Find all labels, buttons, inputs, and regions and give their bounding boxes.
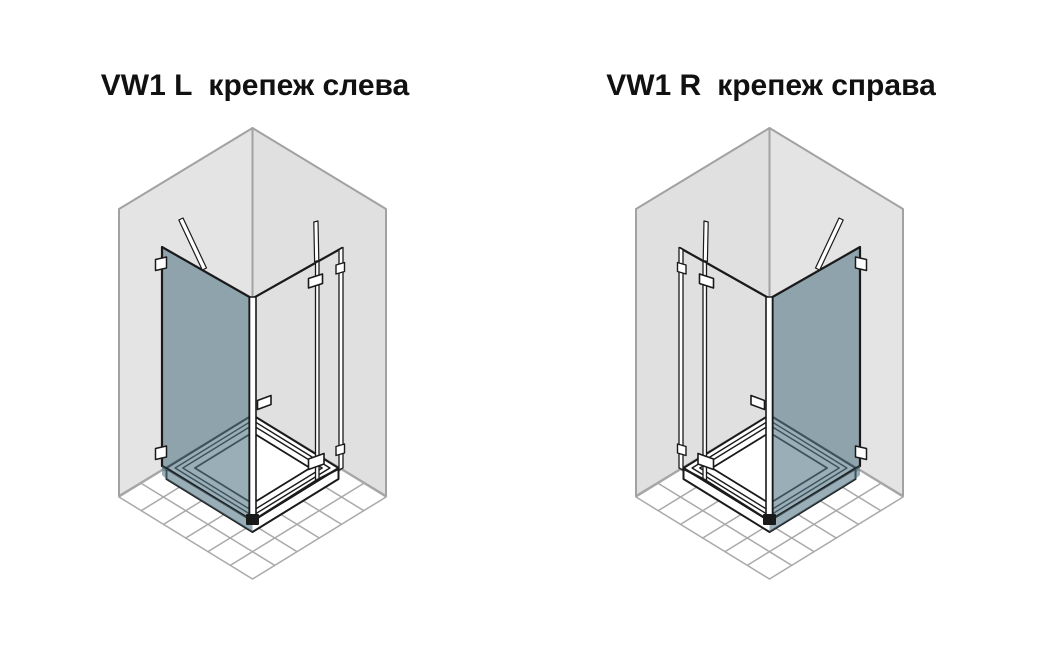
title-right-label: крепеж справа xyxy=(717,69,936,102)
title-left-label: крепеж слева xyxy=(208,69,410,102)
corner-post xyxy=(248,296,257,522)
corner-post-foot xyxy=(246,514,259,525)
stabilizer-bar-diagonal xyxy=(178,217,208,271)
door-hinge-top xyxy=(307,273,324,289)
wall-bracket-top xyxy=(335,261,346,275)
side-panel-hinge-top xyxy=(154,256,168,272)
figure-vw1-l xyxy=(118,127,387,580)
stabilizer-bar-vertical xyxy=(313,220,320,263)
wall-bracket-bottom xyxy=(335,443,346,457)
tile-grid-line xyxy=(251,496,387,580)
title-right: VW1 R крепеж справа xyxy=(606,69,936,103)
title-left: VW1 L крепеж слева xyxy=(101,69,409,103)
door-hinge-bottom xyxy=(307,452,325,471)
door-handle xyxy=(256,394,272,411)
title-left-model: VW1 L xyxy=(100,69,193,102)
title-right-model: VW1 R xyxy=(606,69,702,102)
wall-profile xyxy=(338,246,344,471)
side-panel-hinge-bottom xyxy=(154,445,168,461)
door-division-profile xyxy=(314,260,320,482)
side-panel-skirt-tint xyxy=(162,466,253,532)
figure-vw1-r xyxy=(634,126,905,581)
